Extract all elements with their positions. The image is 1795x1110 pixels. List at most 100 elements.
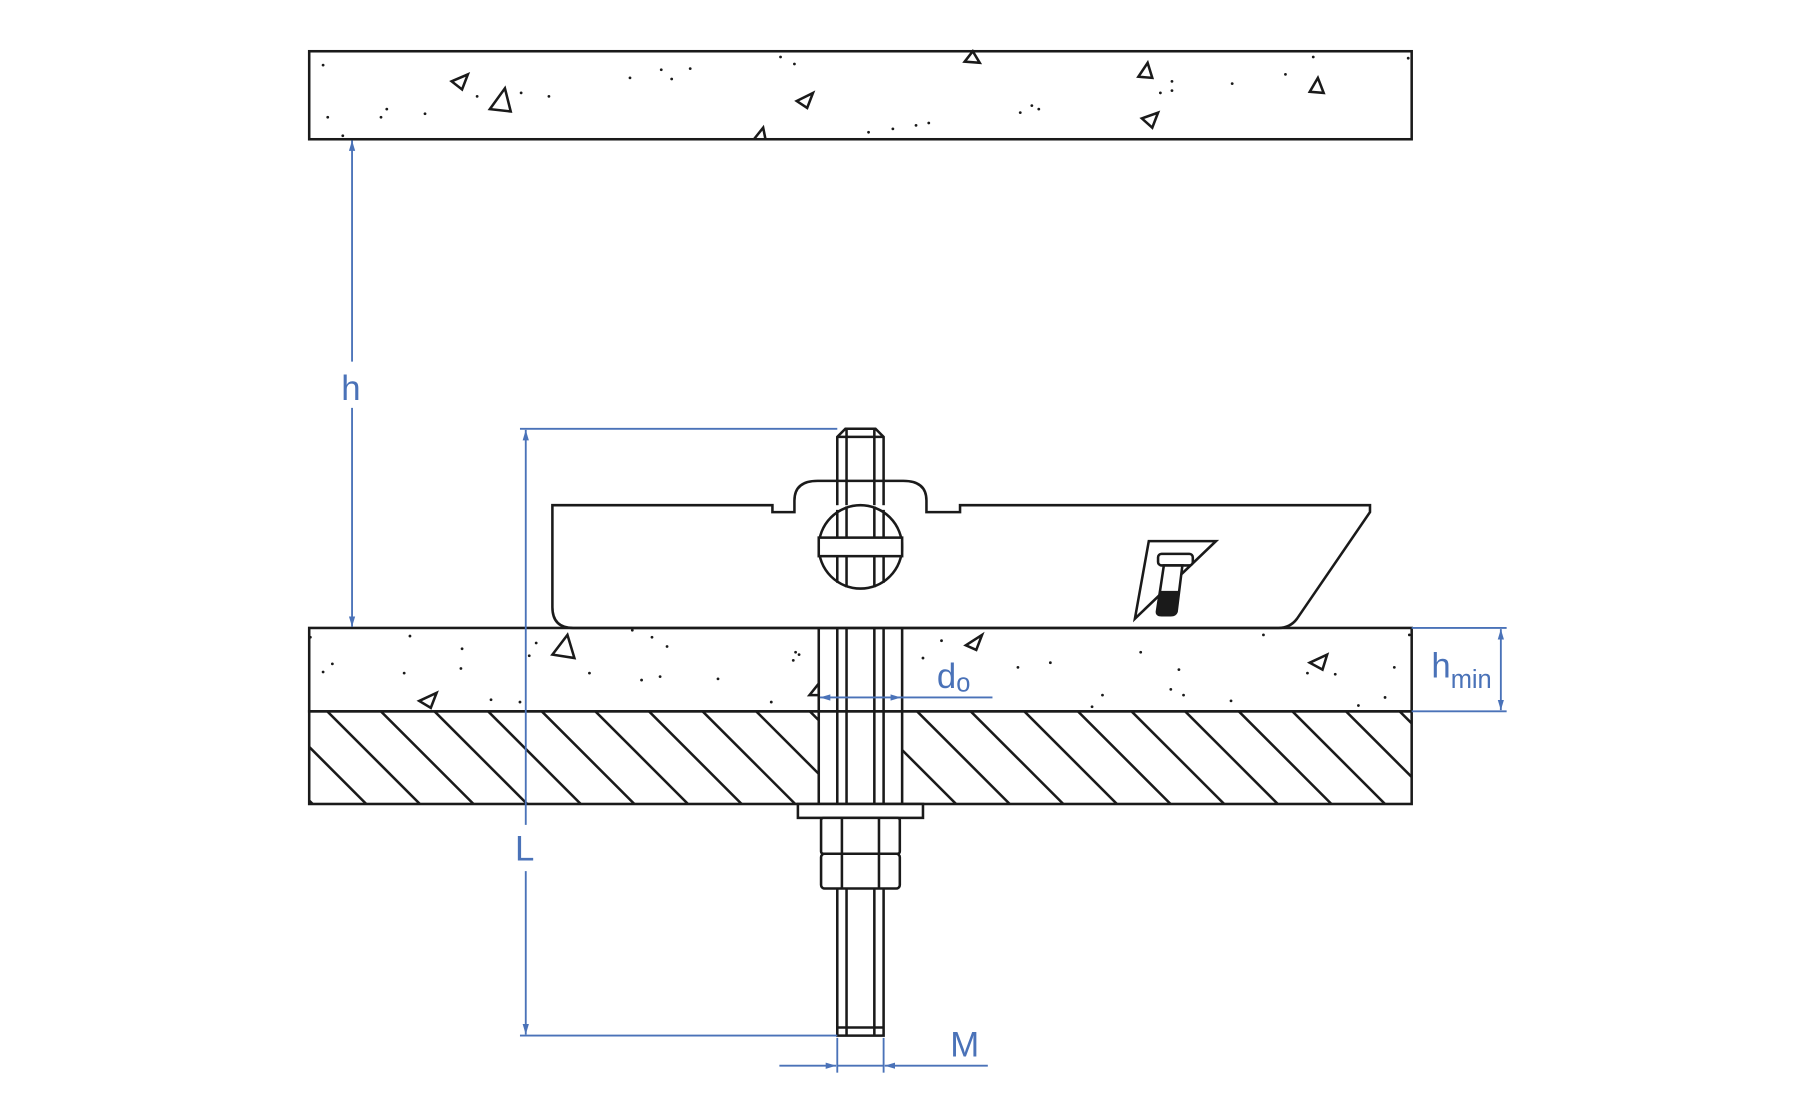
- concrete-dot: [475, 95, 479, 98]
- concrete-dot: [1048, 661, 1052, 665]
- concrete-dot: [793, 62, 796, 66]
- concrete-dot: [650, 635, 654, 639]
- hatch-line: [648, 711, 743, 804]
- aggregate-triangle: [487, 85, 513, 113]
- concrete-dot: [459, 667, 463, 670]
- concrete-dot: [1229, 699, 1233, 703]
- anchor-bracket: [551, 479, 1372, 630]
- concrete-dot: [1139, 650, 1143, 654]
- concrete-dot: [1306, 671, 1309, 675]
- hex-nuts: [819, 816, 902, 890]
- concrete-dot: [630, 628, 634, 632]
- concrete-dot: [659, 68, 663, 72]
- hatch-line: [1023, 711, 1118, 804]
- concrete-dot: [1170, 79, 1174, 83]
- concrete-dot: [867, 130, 870, 134]
- bracket-hole: [817, 503, 904, 590]
- hatch-line: [808, 711, 904, 804]
- concrete-dot: [1030, 104, 1034, 108]
- hatch-line: [1130, 711, 1226, 804]
- concrete-dot: [716, 677, 720, 681]
- concrete-dot: [402, 671, 406, 675]
- hatch-line: [1184, 711, 1279, 804]
- bolt-label-icon: [1132, 539, 1220, 623]
- concrete-dot: [1284, 73, 1287, 76]
- concrete-dot: [547, 95, 551, 98]
- concrete-dot: [489, 698, 493, 702]
- concrete-dot: [308, 635, 312, 639]
- hatch-line: [1077, 711, 1172, 804]
- concrete-dot: [1407, 633, 1411, 637]
- concrete-dot: [1230, 82, 1234, 86]
- concrete-dot: [797, 653, 801, 656]
- concrete-dot: [1311, 55, 1315, 59]
- aggregate-triangle: [1139, 110, 1161, 130]
- aggregate-triangle: [1307, 74, 1326, 95]
- concrete-dot: [1018, 111, 1022, 115]
- concrete-dot: [1357, 704, 1360, 707]
- concrete-dot: [588, 671, 591, 675]
- concrete-dot: [794, 650, 797, 654]
- hatch-line: [309, 711, 314, 804]
- concrete-texture: [308, 628, 1411, 710]
- hatch-line: [326, 711, 421, 804]
- hatch-line: [1291, 711, 1386, 804]
- concrete-dot: [769, 700, 773, 704]
- concrete-dot: [341, 134, 345, 138]
- concrete-dot: [385, 107, 389, 111]
- dimension-d0: do: [819, 658, 993, 701]
- ceiling-concrete-slab: [307, 48, 1413, 141]
- concrete-dot: [1182, 693, 1185, 697]
- aggregate-triangle: [962, 48, 983, 65]
- aggregate-triangle: [449, 72, 471, 92]
- concrete-dot: [1016, 665, 1020, 669]
- hatch-line: [433, 711, 529, 804]
- concrete-dot: [658, 675, 662, 678]
- concrete-dot: [791, 658, 795, 662]
- concrete-dot: [423, 112, 427, 116]
- hatch-line: [309, 711, 368, 804]
- dimension-label-hmin: hmin: [1431, 648, 1491, 694]
- concrete-dot: [940, 639, 943, 643]
- concrete-dot: [534, 641, 538, 645]
- concrete-dot: [330, 662, 334, 666]
- concrete-dot: [518, 700, 522, 704]
- hatch-line: [701, 711, 797, 804]
- concrete-dot: [1383, 696, 1387, 699]
- hatch-line: [487, 711, 582, 804]
- hatch-line: [540, 711, 636, 804]
- concrete-dot: [779, 55, 782, 59]
- concrete-dot: [927, 121, 931, 125]
- concrete-dot: [519, 91, 523, 95]
- dimension-label-h: h: [341, 370, 360, 408]
- concrete-dot: [1333, 672, 1337, 676]
- concrete-dot: [1177, 668, 1181, 672]
- aggregate-triangle: [550, 632, 577, 660]
- hatch-line: [1237, 711, 1333, 804]
- concrete-dot: [640, 678, 643, 682]
- concrete-dot: [628, 76, 632, 80]
- dimension-L: L: [515, 427, 838, 1037]
- aggregate-triangle: [416, 690, 439, 710]
- concrete-dot: [1158, 91, 1162, 95]
- drill-hole: [817, 627, 904, 804]
- aggregate-triangle: [794, 90, 816, 110]
- dimension-h: h: [341, 140, 361, 627]
- dimension-label-d0: do: [937, 658, 970, 697]
- washer: [796, 802, 925, 820]
- hatch-line: [755, 711, 850, 804]
- hatch-line: [1345, 711, 1412, 804]
- concrete-dot: [891, 127, 895, 131]
- hatch-line: [862, 711, 957, 804]
- aggregate-triangle: [1136, 59, 1155, 80]
- concrete-dot: [1037, 107, 1041, 111]
- dimension-M: M: [779, 1026, 988, 1073]
- concrete-texture: [321, 48, 1410, 141]
- concrete-dot: [321, 63, 325, 67]
- concrete-dot: [460, 647, 464, 651]
- hatch-line: [379, 711, 475, 804]
- dimension-hmin: hmin: [1411, 627, 1507, 713]
- hatch-line: [916, 711, 1011, 804]
- hatch-line: [969, 711, 1065, 804]
